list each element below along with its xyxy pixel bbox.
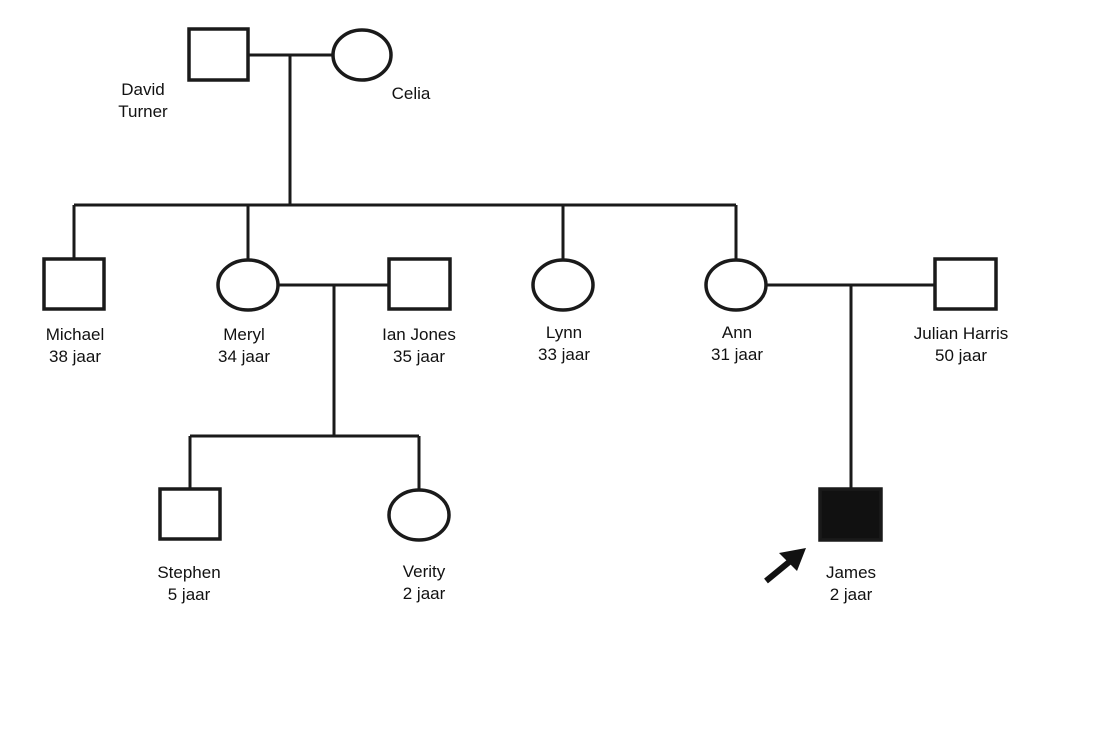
name-julian-harris: Julian Harris bbox=[913, 324, 1009, 343]
age-james: 2 jaar bbox=[829, 585, 873, 604]
label-michael: Michael 38 jaar bbox=[46, 324, 105, 368]
age-meryl: 34 jaar bbox=[218, 347, 270, 366]
name-ann: Ann bbox=[721, 323, 753, 342]
label-james: James 2 jaar bbox=[826, 562, 876, 606]
age-verity: 2 jaar bbox=[402, 584, 446, 603]
name-lynn: Lynn bbox=[545, 323, 583, 342]
symbol-david-turner bbox=[187, 27, 250, 82]
label-david-turner: David Turner bbox=[118, 79, 167, 123]
symbol-meryl bbox=[216, 258, 280, 312]
age-lynn: 33 jaar bbox=[538, 345, 590, 364]
label-ann: Ann 31 jaar bbox=[711, 322, 763, 366]
age-stephen: 5 jaar bbox=[167, 585, 211, 604]
symbol-celia bbox=[331, 28, 393, 82]
proband-arrow-icon bbox=[764, 548, 806, 584]
symbol-lynn bbox=[531, 258, 595, 312]
name-james: James bbox=[825, 563, 877, 582]
name-meryl: Meryl bbox=[223, 325, 265, 344]
symbol-michael bbox=[42, 257, 106, 311]
symbol-ian-jones bbox=[387, 257, 452, 311]
symbol-james bbox=[818, 487, 883, 542]
label-verity: Verity 2 jaar bbox=[403, 561, 446, 605]
label-julian-harris: Julian Harris 50 jaar bbox=[914, 323, 1008, 367]
name-celia: Celia bbox=[391, 84, 431, 103]
name-david-line2: Turner bbox=[118, 102, 168, 121]
name-stephen: Stephen bbox=[157, 563, 221, 582]
label-lynn: Lynn 33 jaar bbox=[538, 322, 590, 366]
name-ian-jones: Ian Jones bbox=[382, 325, 456, 344]
label-celia: Celia bbox=[392, 83, 431, 105]
symbol-ann bbox=[704, 258, 768, 312]
name-michael: Michael bbox=[45, 325, 105, 344]
symbol-julian-harris bbox=[933, 257, 998, 311]
name-david-line1: David bbox=[121, 80, 165, 99]
label-ian-jones: Ian Jones 35 jaar bbox=[382, 324, 456, 368]
age-ann: 31 jaar bbox=[711, 345, 763, 364]
label-stephen: Stephen 5 jaar bbox=[157, 562, 220, 606]
label-meryl: Meryl 34 jaar bbox=[218, 324, 270, 368]
age-julian-harris: 50 jaar bbox=[935, 346, 987, 365]
symbol-stephen bbox=[158, 487, 222, 541]
name-verity: Verity bbox=[402, 562, 446, 581]
symbol-verity bbox=[387, 488, 451, 542]
age-ian-jones: 35 jaar bbox=[393, 347, 445, 366]
age-michael: 38 jaar bbox=[49, 347, 101, 366]
